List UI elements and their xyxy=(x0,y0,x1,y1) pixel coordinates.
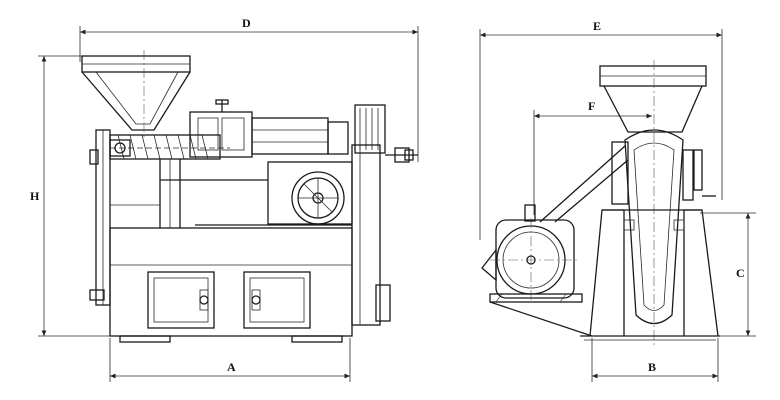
hopper xyxy=(81,50,191,140)
label-a: A xyxy=(227,360,236,374)
left-frame-post xyxy=(89,129,111,306)
dimension-a xyxy=(109,338,351,382)
base-cabinet xyxy=(109,227,353,343)
drive-belt xyxy=(539,145,629,223)
front-motor xyxy=(481,204,583,303)
mid-frame xyxy=(110,159,352,228)
main-column xyxy=(351,144,391,326)
dimension-c xyxy=(700,212,756,337)
label-b: B xyxy=(648,360,656,374)
dimension-h xyxy=(38,55,110,337)
front-hopper xyxy=(599,60,707,345)
front-press-body xyxy=(611,129,716,325)
dimension-e xyxy=(479,29,723,240)
hand-wheel xyxy=(267,161,353,225)
dimension-f xyxy=(533,110,652,215)
front-base xyxy=(489,209,720,341)
side-view: D H A xyxy=(30,16,419,382)
dimension-d xyxy=(79,26,419,162)
press-barrel xyxy=(109,134,230,160)
label-h: H xyxy=(30,189,40,203)
gearbox-housing xyxy=(189,99,349,158)
dimension-b xyxy=(591,338,719,382)
label-f: F xyxy=(588,99,595,113)
front-view: E F B C xyxy=(479,19,756,382)
drive-motor xyxy=(354,104,418,163)
label-c: C xyxy=(736,266,745,280)
label-d: D xyxy=(242,16,251,30)
label-e: E xyxy=(593,19,601,33)
